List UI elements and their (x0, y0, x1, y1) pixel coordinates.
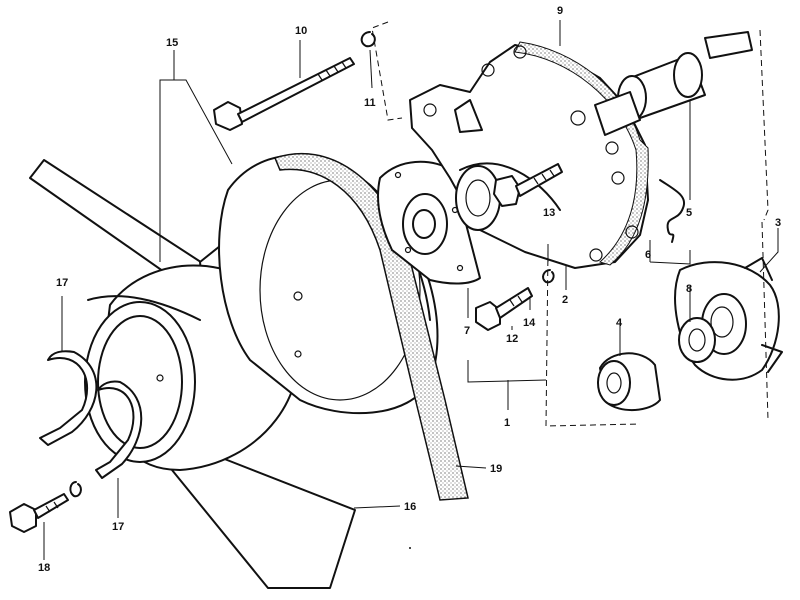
bolt-12 (475, 287, 533, 331)
pump-shaft (594, 31, 753, 136)
bolt-13 (493, 163, 563, 207)
callout-3: 3 (775, 217, 781, 229)
callout-15: 15 (166, 37, 178, 49)
callout-11: 11 (364, 97, 376, 109)
callout-9: 9 (557, 5, 563, 17)
callout-17-upper: 17 (56, 277, 68, 289)
callout-4: 4 (616, 317, 623, 329)
bolt-10 (213, 57, 355, 131)
callout-1: 1 (504, 417, 510, 429)
v-belt (273, 152, 469, 501)
bolt-18 (9, 493, 69, 533)
pulley-hub (377, 160, 481, 285)
washer-14 (542, 269, 555, 284)
callout-18: 18 (38, 562, 50, 574)
callout-16: 16 (404, 501, 416, 513)
callout-12: 12 (506, 333, 518, 345)
callout-7: 7 (464, 325, 470, 337)
impeller-seal (678, 317, 716, 363)
gasket-spring (659, 179, 686, 243)
callout-19: 19 (490, 463, 502, 475)
callout-14: 14 (523, 317, 536, 329)
callout-10: 10 (295, 25, 307, 37)
washer-18 (69, 481, 82, 498)
assembly-group-bracket (371, 21, 769, 427)
mechanical-seal (597, 352, 661, 412)
retainer-plate-upper (39, 350, 98, 446)
retainer-plate-lower (95, 380, 143, 479)
leader-lines (43, 20, 779, 560)
callout-5: 5 (686, 207, 692, 219)
callout-6: 6 (645, 249, 651, 261)
washer-11 (360, 31, 376, 48)
callout-13: 13 (543, 207, 555, 219)
fan-pulley (84, 264, 299, 471)
callout-labels: 10 11 9 15 5 6 3 8 4 2 13 12 14 7 1 17 1… (38, 5, 781, 574)
callout-8: 8 (686, 283, 692, 295)
callout-17-lower: 17 (112, 521, 124, 533)
callout-2: 2 (562, 294, 568, 306)
